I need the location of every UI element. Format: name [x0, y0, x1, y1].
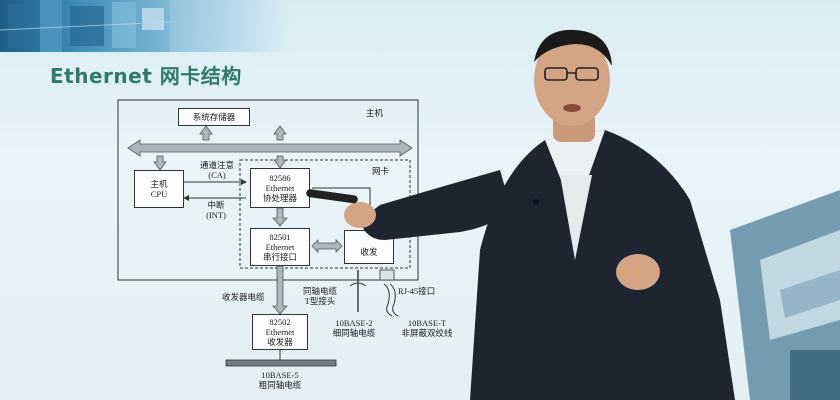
10base5-label: 10BASE-5 粗同轴电缆	[252, 370, 308, 390]
system-memory-box: 系统存储器	[178, 108, 250, 126]
coax-t-connector-label: 同轴电缆 T型接头	[296, 286, 344, 306]
left-arm	[360, 170, 510, 240]
chip-82501-line3: 串行接口	[262, 252, 297, 262]
host-cpu-box: 主机 CPU	[134, 170, 184, 208]
chip-82586-line1: 82586	[269, 173, 291, 183]
system-bus-arrow	[127, 125, 413, 171]
nic-label: 网卡	[372, 166, 390, 176]
banner-fade	[170, 0, 290, 52]
transceiver-box-label: 收发	[360, 247, 378, 257]
channel-attention-label: 通道注意 (CA)	[192, 160, 242, 180]
shirt-front	[560, 175, 592, 260]
chip-82501-line1: 82501	[269, 232, 291, 242]
channel-line2: (CA)	[208, 170, 226, 180]
lapel-microphone	[533, 199, 539, 205]
transceiver-cable-label: 收发器电缆	[222, 292, 265, 302]
glasses-right	[575, 67, 599, 81]
hair	[534, 29, 612, 66]
head	[534, 34, 610, 126]
chip-82502-line3: 收发器	[267, 337, 293, 347]
coax-t-line2: T型接头	[304, 296, 336, 306]
10baseT-label: 10BASE-T 非屏蔽双绞线	[394, 318, 460, 338]
slide-title: Ethernet 网卡结构	[50, 64, 242, 88]
10baseT-line2: 非屏蔽双绞线	[401, 328, 453, 338]
chip-82501-line2: Ethernet	[265, 242, 295, 252]
10base2-label: 10BASE-2 细同轴电缆	[326, 318, 382, 338]
cpu-line1: 主机	[150, 179, 168, 189]
background-decoration	[730, 190, 840, 400]
presentation-clicker	[306, 189, 358, 204]
host-label: 主机	[366, 108, 384, 118]
chip-82502-box: 82502 Ethernet 收发器	[252, 314, 308, 350]
10baseT-line1: 10BASE-T	[407, 318, 447, 328]
chip-82586-line3: 协处理器	[262, 193, 297, 203]
banner-decoration	[0, 0, 170, 52]
chip-82502-line2: Ethernet	[265, 327, 295, 337]
10base5-line2: 粗同轴电缆	[258, 380, 302, 390]
glasses-left	[544, 67, 568, 81]
rj45-label: RJ-45接口	[398, 286, 436, 296]
channel-line1: 通道注意	[199, 160, 234, 170]
10base2-line1: 10BASE-2	[335, 318, 373, 328]
chip-82502-line1: 82502	[269, 317, 291, 327]
chip-82501-box: 82501 Ethernet 串行接口	[250, 228, 310, 266]
mouth	[563, 104, 581, 112]
cpu-line2: CPU	[150, 189, 168, 199]
chip-82586-line2: Ethernet	[265, 183, 295, 193]
suit-jacket	[470, 130, 735, 400]
10base2-line2: 细同轴电缆	[332, 328, 376, 338]
interrupt-line2: (INT)	[206, 210, 226, 220]
coax-t-line1: 同轴电缆	[302, 286, 337, 296]
host-frame	[117, 99, 419, 281]
system-memory-label: 系统存储器	[192, 112, 236, 122]
shirt-collar	[545, 130, 605, 215]
interrupt-label: 中断 (INT)	[196, 200, 236, 220]
slide-header-banner	[0, 0, 170, 52]
nic-frame	[239, 159, 411, 269]
interrupt-line1: 中断	[207, 200, 225, 210]
left-hand	[344, 202, 376, 228]
chip-82586-box: 82586 Ethernet 协处理器	[250, 168, 310, 208]
10base5-line1: 10BASE-5	[261, 370, 299, 380]
right-hand	[616, 254, 660, 290]
